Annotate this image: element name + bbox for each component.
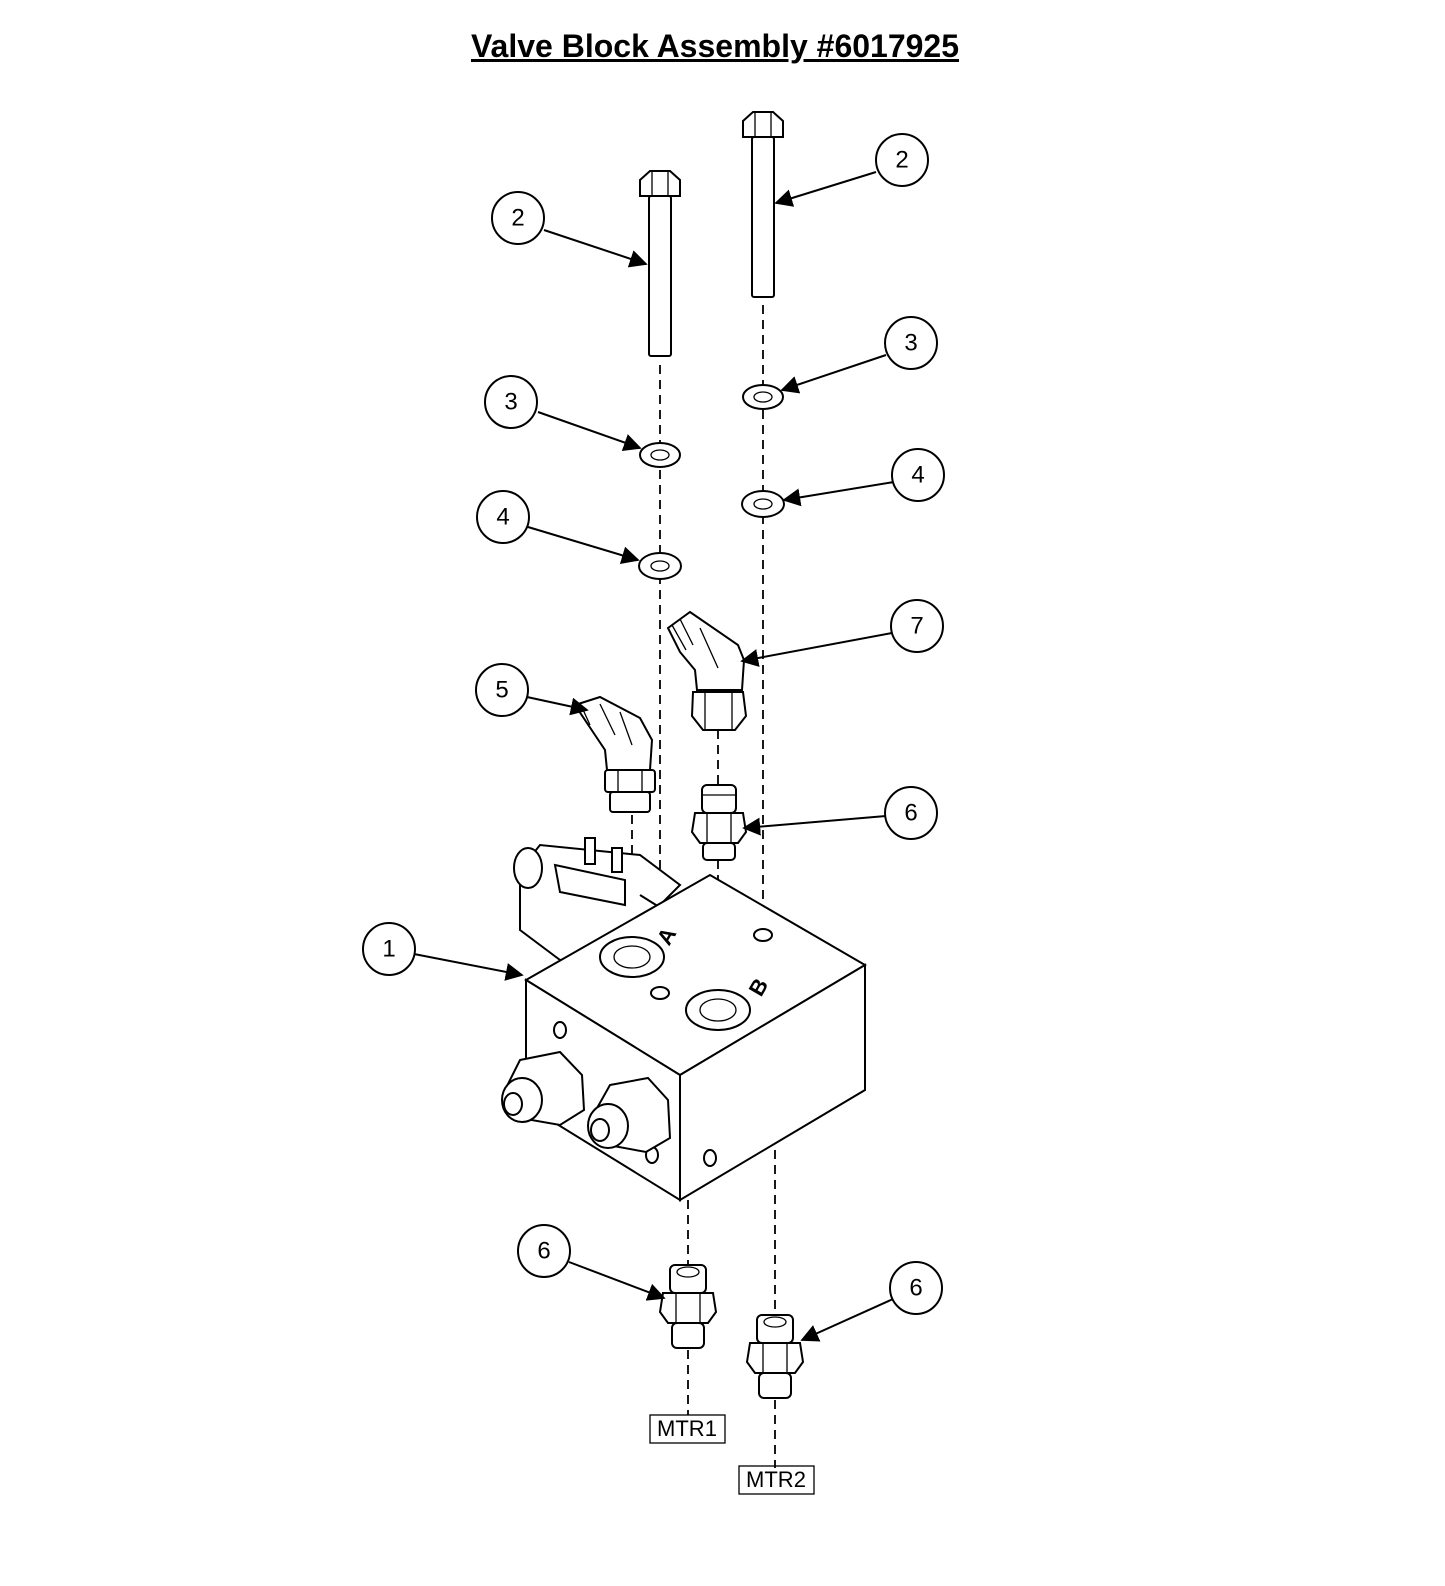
callout-2-right-number: 2 <box>895 146 908 173</box>
callout-2-right: 2 <box>875 133 929 187</box>
block-fitting-left <box>501 1050 586 1127</box>
block-fitting-right <box>587 1076 672 1154</box>
elbow-fitting-5 <box>573 695 656 813</box>
flat-washer-right <box>741 490 785 518</box>
callout-4-right: 4 <box>891 448 945 502</box>
callout-6-bottom-right-number: 6 <box>909 1274 922 1301</box>
callout-4-left: 4 <box>476 490 530 544</box>
callout-1-number: 1 <box>382 935 395 962</box>
bolt-right <box>742 111 784 298</box>
callout-6-bottom-left-number: 6 <box>537 1237 550 1264</box>
callout-3-left: 3 <box>484 375 538 429</box>
callout-6-bottom-left: 6 <box>517 1224 571 1278</box>
lock-washer-left <box>639 442 681 468</box>
callout-6-bottom-right: 6 <box>889 1261 943 1315</box>
straight-fitting-6-top <box>690 784 748 861</box>
mtr2-text: MTR2 <box>746 1467 806 1492</box>
connection-label-mtr2: MTR2 <box>738 1465 815 1495</box>
callout-5: 5 <box>475 663 529 717</box>
callout-4-right-number: 4 <box>911 461 924 488</box>
callout-7: 7 <box>890 599 944 653</box>
callout-3-right-number: 3 <box>904 329 917 356</box>
mtr1-text: MTR1 <box>657 1416 717 1441</box>
callout-7-number: 7 <box>910 612 923 639</box>
bolt-left <box>639 170 681 357</box>
straight-fitting-6-bottom-right <box>745 1314 805 1399</box>
callout-2-left-number: 2 <box>511 204 524 231</box>
callout-6-top-number: 6 <box>904 799 917 826</box>
callout-1: 1 <box>362 922 416 976</box>
leader-lines <box>413 171 895 1342</box>
callout-3-right: 3 <box>884 316 938 370</box>
elbow-fitting-7 <box>666 610 748 731</box>
callout-5-number: 5 <box>495 676 508 703</box>
valve-block <box>501 873 867 1202</box>
lock-washer-right <box>742 384 784 410</box>
callout-6-top: 6 <box>884 786 938 840</box>
callout-4-left-number: 4 <box>496 503 509 530</box>
callout-2-left: 2 <box>491 191 545 245</box>
diagram-title: Valve Block Assembly #6017925 <box>470 28 960 64</box>
flat-washer-left <box>638 552 682 580</box>
straight-fitting-6-bottom-left <box>658 1264 718 1349</box>
connection-label-mtr1: MTR1 <box>649 1414 726 1444</box>
callout-3-left-number: 3 <box>504 388 517 415</box>
